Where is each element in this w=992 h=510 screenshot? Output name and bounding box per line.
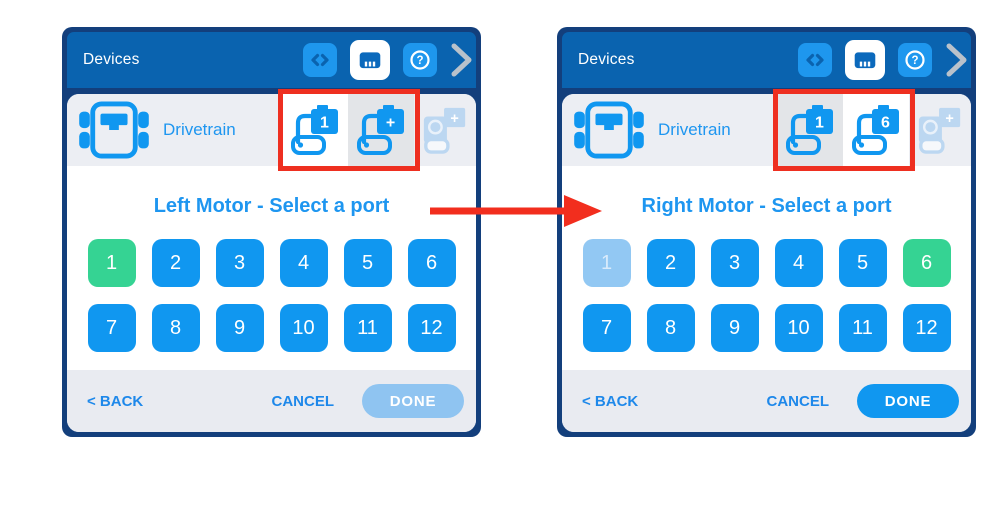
footer-bar: < BACK CANCEL DONE: [562, 370, 971, 432]
drivetrain-icon: [79, 101, 149, 159]
svg-text:+: +: [450, 111, 458, 127]
port-button-11[interactable]: 11: [838, 304, 887, 352]
devices-title: Devices: [83, 51, 140, 68]
port-button-4[interactable]: 4: [774, 239, 823, 287]
motor-1-tile[interactable]: 1: [777, 94, 843, 166]
code-icon[interactable]: [798, 43, 832, 77]
port-button-5[interactable]: 5: [838, 239, 887, 287]
port-button-12[interactable]: 12: [407, 304, 456, 352]
motor-group-add-tile[interactable]: +: [909, 94, 971, 166]
back-button[interactable]: < BACK: [582, 392, 639, 410]
svg-text:?: ?: [416, 55, 423, 67]
port-button-2[interactable]: 2: [151, 239, 200, 287]
port-button-7[interactable]: 7: [582, 304, 631, 352]
help-icon[interactable]: ?: [898, 43, 932, 77]
device-config-panel-right: Devices ? Drivetrain: [557, 27, 976, 437]
drivetrain-label: Drivetrain: [163, 120, 236, 139]
port-button-8[interactable]: 8: [151, 304, 200, 352]
done-button[interactable]: DONE: [857, 384, 959, 418]
port-select-body: Left Motor - Select a port 1 2 3 4 5 6 7…: [67, 166, 476, 370]
port-button-5[interactable]: 5: [343, 239, 392, 287]
port-select-body: Right Motor - Select a port 1 2 3 4 5 6 …: [562, 166, 971, 370]
config-card: Drivetrain 1 +: [67, 94, 476, 432]
port-button-9[interactable]: 9: [710, 304, 759, 352]
motor-icon: 6: [852, 105, 899, 155]
header-icon-group: ?: [798, 40, 969, 80]
port-button-11[interactable]: 11: [343, 304, 392, 352]
cancel-button[interactable]: CANCEL: [271, 392, 335, 410]
svg-text:?: ?: [911, 55, 918, 67]
port-button-3[interactable]: 3: [215, 239, 264, 287]
port-grid: 1 2 3 4 5 6 7 8 9 10 11 12: [87, 239, 456, 352]
svg-text:1: 1: [320, 115, 329, 132]
drivetrain-label: Drivetrain: [658, 120, 731, 139]
motor-tile-group: 1 6: [777, 94, 971, 166]
svg-text:1: 1: [815, 115, 824, 132]
header-icon-group: ?: [303, 40, 474, 80]
code-icon[interactable]: [303, 43, 337, 77]
port-button-2[interactable]: 2: [646, 239, 695, 287]
port-button-6[interactable]: 6: [407, 239, 456, 287]
svg-text:+: +: [386, 115, 395, 132]
footer-bar: < BACK CANCEL DONE: [67, 370, 476, 432]
motor-1-tile[interactable]: 1: [282, 94, 348, 166]
devices-port-icon[interactable]: [845, 40, 885, 80]
help-icon[interactable]: ?: [403, 43, 437, 77]
port-button-1[interactable]: 1: [87, 239, 136, 287]
config-card: Drivetrain 1 6: [562, 94, 971, 432]
devices-header: Devices ?: [67, 32, 476, 88]
devices-title: Devices: [578, 51, 635, 68]
devices-header: Devices ?: [562, 32, 971, 88]
chevron-right-icon[interactable]: [448, 40, 474, 80]
chevron-right-icon[interactable]: [943, 40, 969, 80]
port-button-7[interactable]: 7: [87, 304, 136, 352]
port-button-10[interactable]: 10: [279, 304, 328, 352]
motor-group-ghost-icon: +: [423, 107, 466, 154]
port-button-3[interactable]: 3: [710, 239, 759, 287]
drivetrain-icon: [574, 101, 644, 159]
port-grid: 1 2 3 4 5 6 7 8 9 10 11 12: [582, 239, 951, 352]
port-button-4[interactable]: 4: [279, 239, 328, 287]
device-config-panel-left: Devices ? Drivetrain: [62, 27, 481, 437]
cancel-button[interactable]: CANCEL: [766, 392, 830, 410]
motor-add-icon: +: [357, 105, 404, 155]
port-select-prompt: Right Motor - Select a port: [641, 195, 892, 217]
motor-tile-group: 1 +: [282, 94, 476, 166]
motor-2-tile[interactable]: 6: [843, 94, 909, 166]
motor-icon: 1: [291, 105, 338, 155]
motor-icon: 1: [786, 105, 833, 155]
port-button-9[interactable]: 9: [215, 304, 264, 352]
port-select-prompt: Left Motor - Select a port: [153, 195, 390, 217]
motor-group-ghost-icon: +: [918, 107, 961, 154]
port-button-8[interactable]: 8: [646, 304, 695, 352]
motor-2-tile[interactable]: +: [348, 94, 414, 166]
done-button[interactable]: DONE: [362, 384, 464, 418]
port-button-1[interactable]: 1: [582, 239, 631, 287]
motor-group-add-tile[interactable]: +: [414, 94, 476, 166]
drivetrain-row[interactable]: Drivetrain 1 +: [67, 94, 476, 166]
port-button-6[interactable]: 6: [902, 239, 951, 287]
drivetrain-row[interactable]: Drivetrain 1 6: [562, 94, 971, 166]
back-button[interactable]: < BACK: [87, 392, 144, 410]
svg-text:6: 6: [881, 115, 890, 132]
port-button-10[interactable]: 10: [774, 304, 823, 352]
port-button-12[interactable]: 12: [902, 304, 951, 352]
devices-port-icon[interactable]: [350, 40, 390, 80]
svg-text:+: +: [945, 111, 953, 127]
